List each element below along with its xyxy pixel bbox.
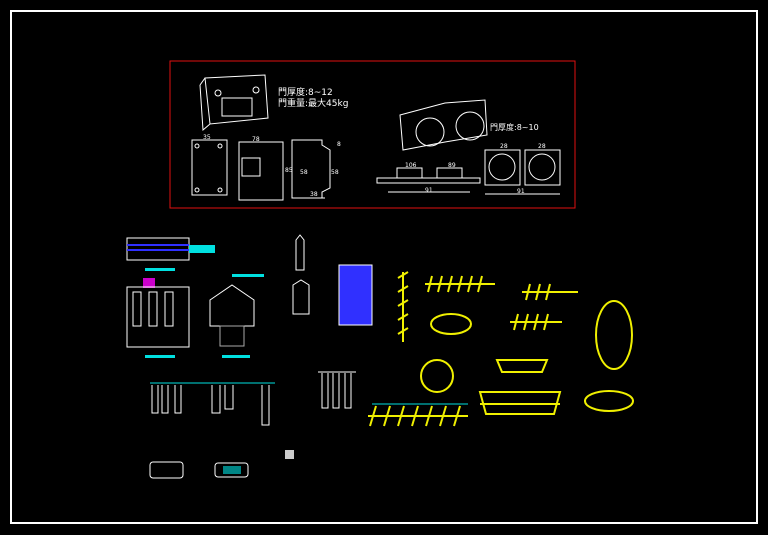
- hinge-door-thickness: 門厚度:8~12: [278, 86, 333, 98]
- dim-label: 85: [285, 167, 293, 174]
- hinge-drawings: [191, 74, 331, 201]
- dim-label: 8: [337, 141, 341, 148]
- hardware-detail-box: [169, 60, 576, 209]
- clamp-door-thickness: 門厚度:8~10: [490, 122, 539, 132]
- dim-label: 28: [500, 143, 508, 150]
- drawing-frame: [10, 10, 758, 524]
- dim-label: 58: [300, 169, 308, 176]
- dim-label: 91: [517, 188, 525, 195]
- dim-label: 35: [203, 134, 211, 141]
- hinge-door-weight: 門重量:最大45kg: [278, 97, 348, 109]
- dim-label: 106: [405, 162, 417, 169]
- wardrobe-drawings: [126, 234, 356, 479]
- dim-label: 78: [252, 136, 260, 143]
- dim-label: 91: [425, 187, 433, 194]
- dim-label: 28: [538, 143, 546, 150]
- dim-label: 58: [331, 169, 339, 176]
- display-rack-drawings: [338, 264, 634, 427]
- dim-label: 38: [310, 191, 318, 198]
- glass-clamp-drawings: [376, 99, 561, 195]
- dim-label: 89: [448, 162, 456, 169]
